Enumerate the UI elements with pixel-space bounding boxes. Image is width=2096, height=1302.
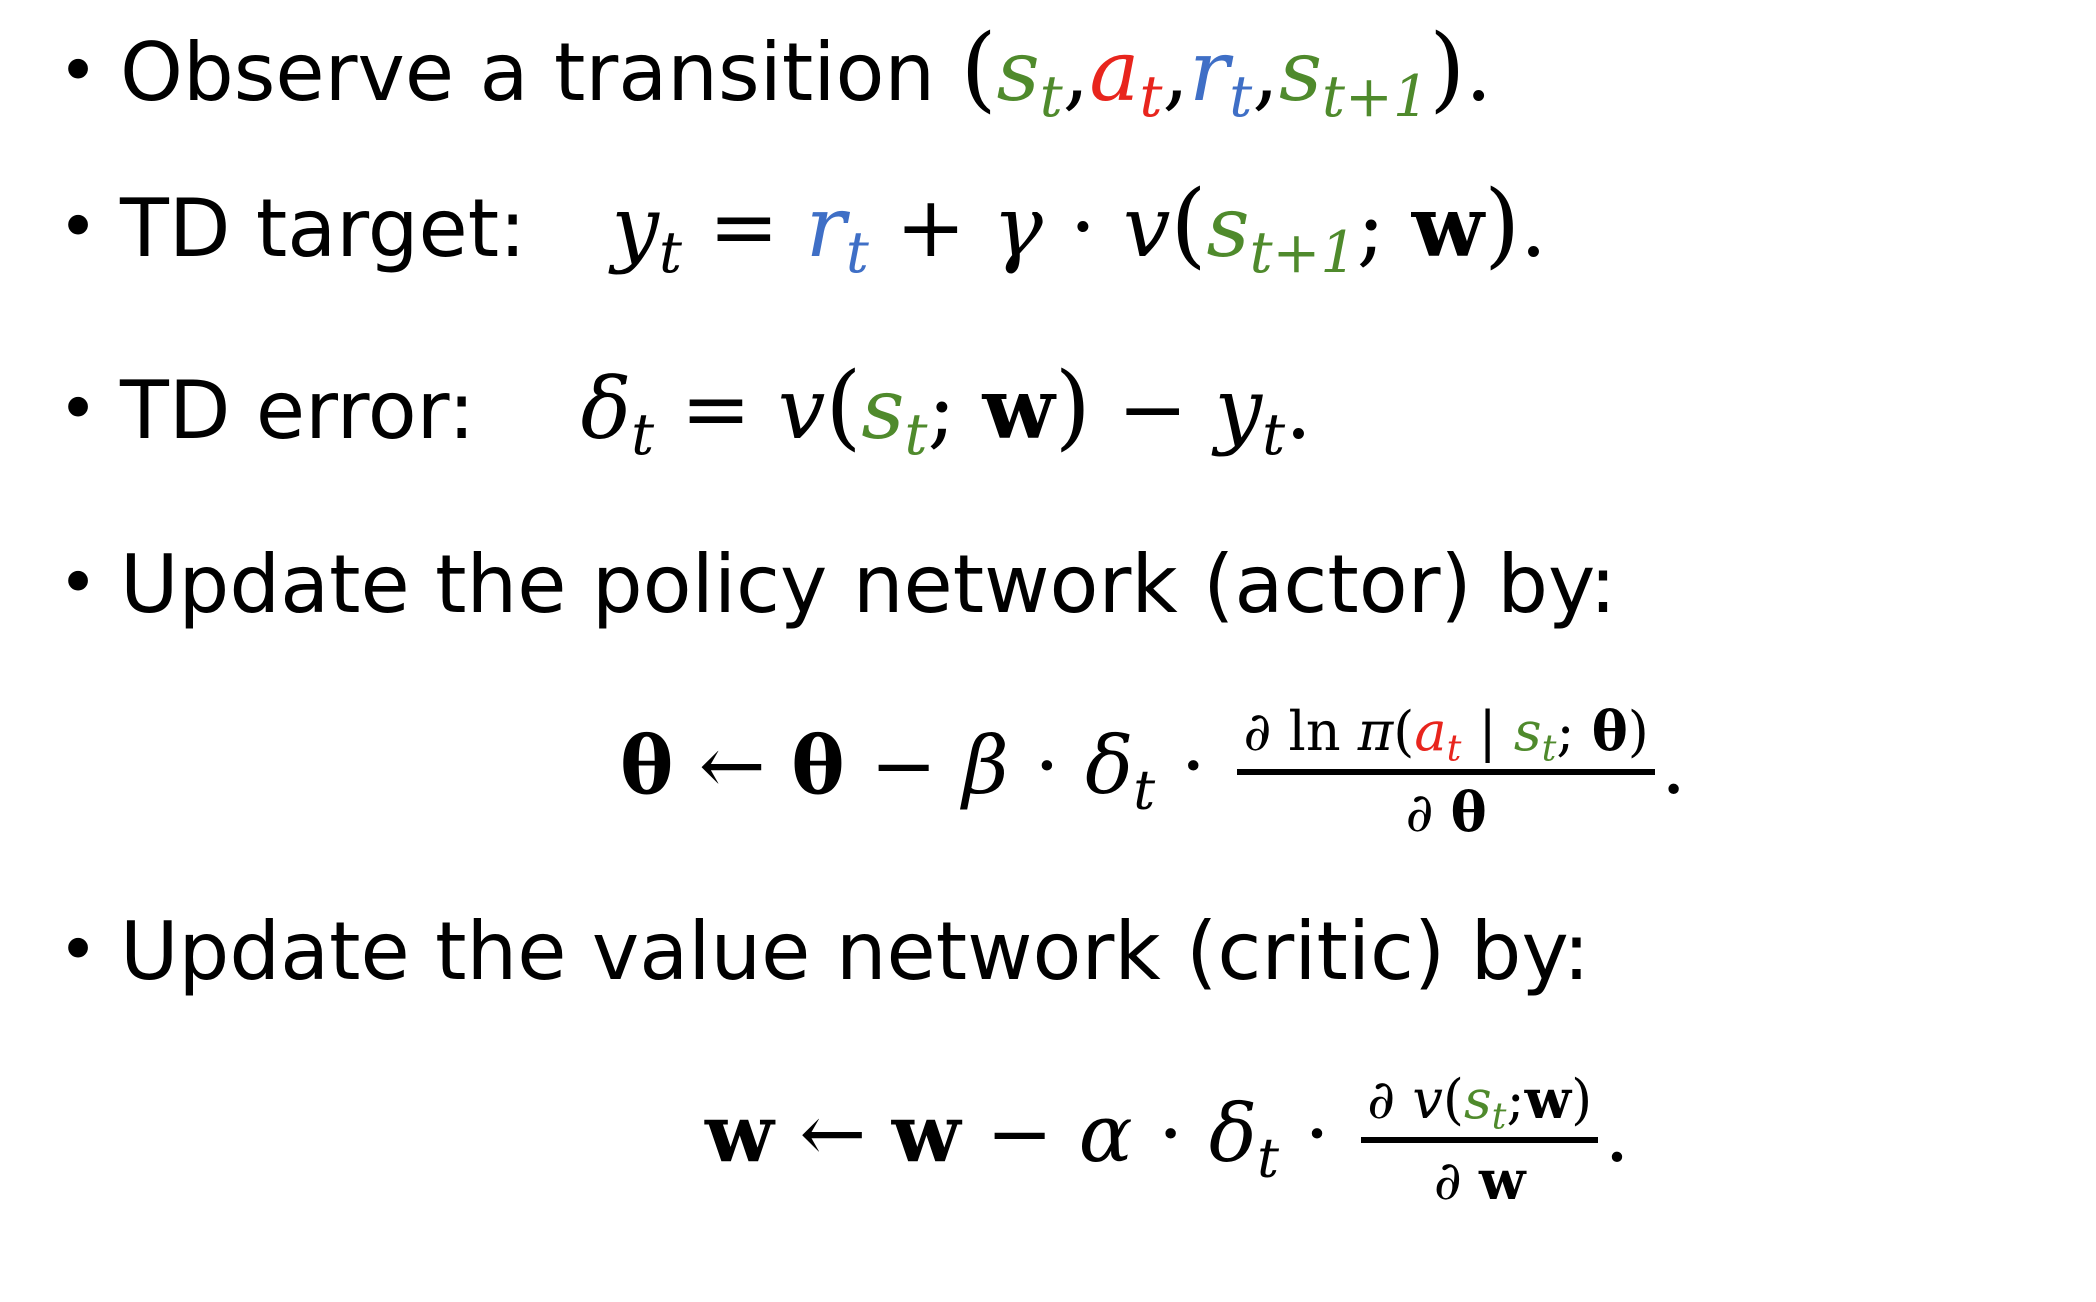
critic-update-equation: w ← w − α · δt · ∂ v(st;w) ∂ w . — [705, 1067, 1630, 1213]
actor-update-equation: θ ← θ − β · δt · ∂ ln π(at | st; θ) ∂ θ … — [620, 699, 1687, 845]
critic-gradient-fraction: ∂ v(st;w) ∂ w — [1361, 1068, 1599, 1212]
observe-transition-line: •Observe a transition (st,at,rt,st+1). — [58, 22, 1492, 126]
bullet-icon: • — [58, 32, 99, 111]
policy-update-label: Update the policy network (actor) by: — [120, 538, 1617, 631]
td-target-formula: yt = rt + γ · v(st+1; w). — [611, 170, 1547, 286]
policy-update-line: •Update the policy network (actor) by: — [58, 545, 1616, 625]
td-error-line: •TD error: δt = v(st; w) − yt. — [58, 360, 1312, 464]
bullet-icon: • — [58, 911, 99, 990]
td-target-line: •TD target: yt = rt + γ · v(st+1; w). — [58, 178, 1547, 282]
td-target-label: TD target: — [120, 182, 527, 275]
actor-gradient-fraction: ∂ ln π(at | st; θ) ∂ θ — [1237, 700, 1655, 844]
bullet-icon: • — [58, 370, 99, 449]
observe-label: Observe a transition — [120, 26, 936, 119]
value-update-line: •Update the value network (critic) by: — [58, 912, 1590, 992]
bullet-icon: • — [58, 544, 99, 623]
td-error-label: TD error: — [120, 364, 476, 457]
transition-tuple: (st,at,rt,st+1). — [960, 14, 1492, 130]
td-error-formula: δt = v(st; w) − yt. — [580, 352, 1312, 468]
value-update-label: Update the value network (critic) by: — [120, 905, 1590, 998]
bullet-icon: • — [58, 188, 99, 267]
